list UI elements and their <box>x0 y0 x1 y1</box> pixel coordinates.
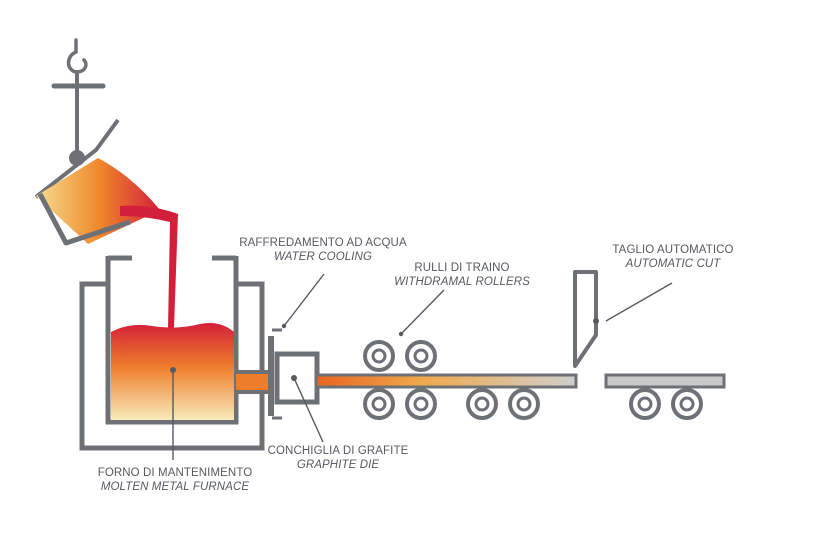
label-rollers-en: WITHDRAMAL ROLLERS <box>394 276 530 288</box>
label-die-it: CONCHIGLIA DI GRAFITE <box>267 445 409 457</box>
withdrawal-rollers <box>363 340 540 420</box>
leader-lines <box>172 273 673 460</box>
label-withdrawal-rollers: RULLI DI TRAINO WITHDRAMAL ROLLERS <box>392 261 532 289</box>
leader-water-cooling <box>283 273 325 327</box>
label-graphite-die: CONCHIGLIA DI GRAFITE GRAPHITE DIE <box>263 444 413 472</box>
roller-top-2 <box>405 340 437 372</box>
label-cut-en: AUTOMATIC CUT <box>625 258 721 270</box>
graphite-die <box>268 328 320 420</box>
label-die-en: GRAPHITE DIE <box>296 459 380 471</box>
label-furnace: FORNO DI MANTENIMENTO MOLTEN METAL FURNA… <box>93 466 257 494</box>
roller-top-1 <box>363 340 395 372</box>
cast-bar <box>314 373 578 389</box>
label-rollers-it: RULLI DI TRAINO <box>414 262 510 274</box>
crane-hook-icon <box>51 38 106 160</box>
label-water-cooling: RAFFREDAMENTO AD ACQUA WATER COOLING <box>238 236 408 264</box>
roller-bottom-3 <box>466 388 498 420</box>
roller-bottom-4 <box>508 388 540 420</box>
molten-metal-stream <box>120 205 178 328</box>
leader-die <box>293 377 324 443</box>
cutter-blade <box>573 270 598 368</box>
leader-cut <box>605 282 673 322</box>
label-water-cooling-it: RAFFREDAMENTO AD ACQUA <box>239 237 407 249</box>
leader-rollers <box>400 289 445 335</box>
roller-bottom-1 <box>363 388 395 420</box>
roller-output-1 <box>629 388 661 420</box>
label-furnace-it: FORNO DI MANTENIMENTO <box>97 467 253 479</box>
roller-bottom-2 <box>405 388 437 420</box>
label-cut-it: TAGLIO AUTOMATICO <box>612 244 734 256</box>
roller-output-2 <box>671 388 703 420</box>
output-rollers <box>629 388 703 420</box>
label-furnace-en: MOLTEN METAL FURNACE <box>100 481 250 493</box>
cut-bar <box>604 373 726 389</box>
label-water-cooling-en: WATER COOLING <box>274 251 372 263</box>
ladle <box>34 118 160 246</box>
furnace-outlet <box>234 370 270 394</box>
label-automatic-cut: TAGLIO AUTOMATICO AUTOMATIC CUT <box>605 243 741 271</box>
